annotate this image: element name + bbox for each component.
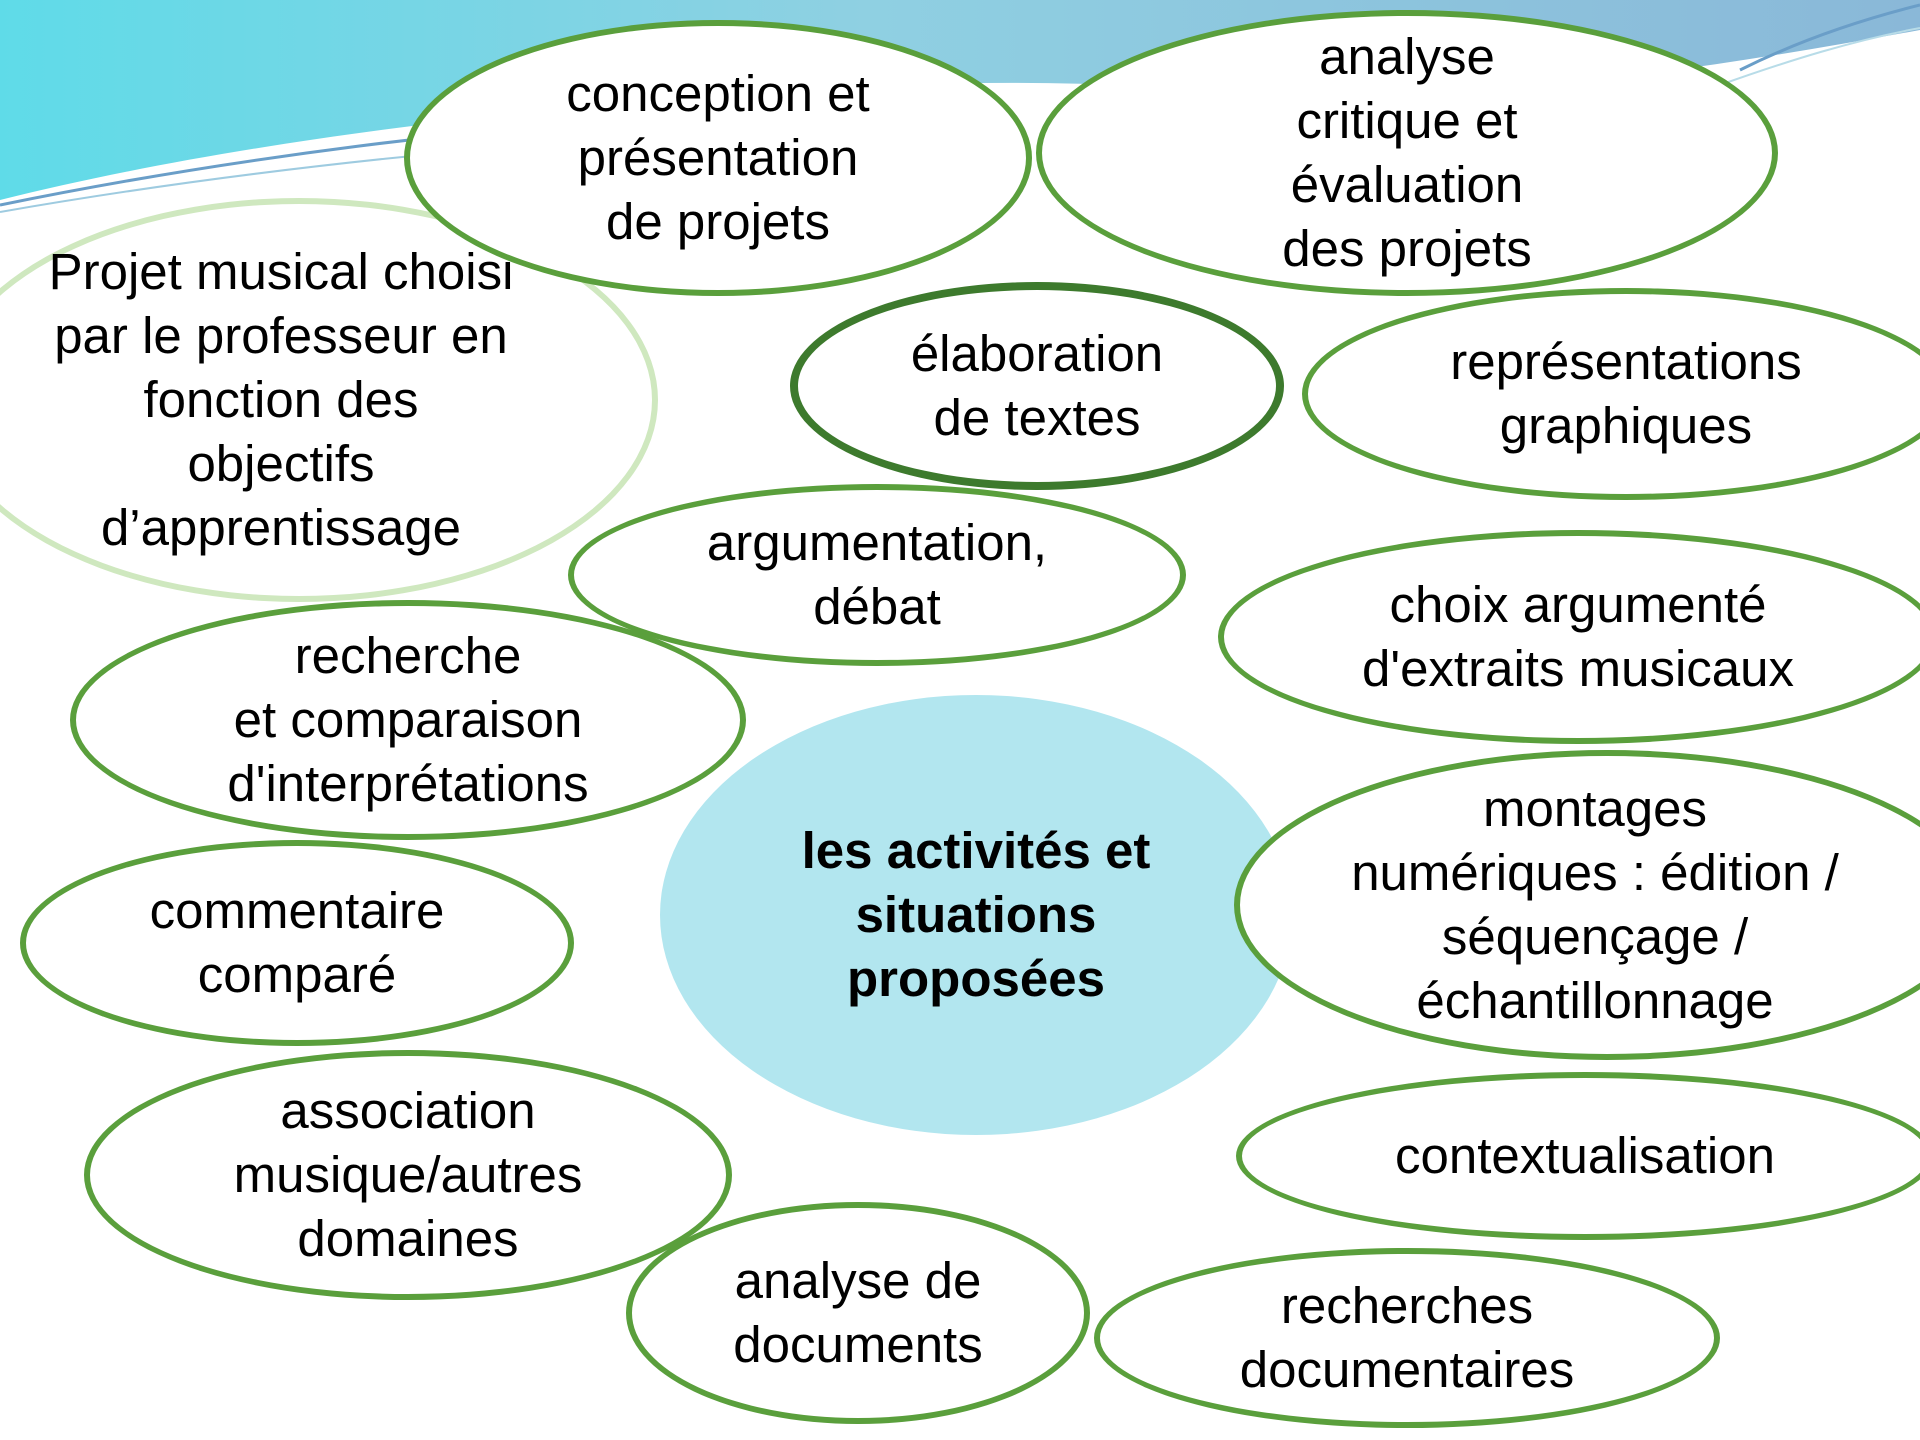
bubble-projet-musical-text: Projet musical choisi par le professeur …	[48, 243, 514, 556]
bubble-commentaire-text: commentaire comparé	[149, 882, 445, 1003]
bubble-contextualisation: contextualisation	[1236, 1072, 1920, 1240]
bubble-commentaire: commentaire comparé	[20, 840, 574, 1046]
bubble-elaboration-text: élaboration de textes	[910, 325, 1164, 446]
bubble-analyse-documents: analyse de documents	[626, 1202, 1090, 1424]
bubble-representations-text: représentations graphiques	[1450, 333, 1802, 454]
bubble-analyse-critique-text: analyse critique et évaluation des proje…	[1282, 28, 1532, 277]
bubble-argumentation: argumentation, débat	[568, 484, 1186, 666]
bubble-analyse-critique: analyse critique et évaluation des proje…	[1036, 10, 1778, 296]
bubble-projet-musical: Projet musical choisi par le professeur …	[0, 198, 658, 602]
bubble-montages-text: montages numériques : édition / séquença…	[1351, 780, 1839, 1029]
bubble-choix: choix argumenté d'extraits musicaux	[1218, 530, 1920, 744]
central-topic: les activités et situations proposées	[660, 695, 1292, 1135]
bubble-argumentation-text: argumentation, débat	[706, 514, 1048, 635]
bubble-recherche-comparaison-text: recherche et comparaison d'interprétatio…	[227, 627, 589, 812]
bubble-conception: conception et présentation de projets	[404, 20, 1032, 296]
bubble-recherche-comparaison: recherche et comparaison d'interprétatio…	[70, 600, 746, 840]
bubble-association-text: association musique/autres domaines	[233, 1082, 583, 1267]
central-topic-text: les activités et situations proposées	[801, 822, 1151, 1007]
bubble-conception-text: conception et présentation de projets	[566, 65, 870, 250]
bubble-elaboration: élaboration de textes	[790, 282, 1284, 490]
bubble-representations: représentations graphiques	[1302, 288, 1920, 500]
bubble-montages: montages numériques : édition / séquença…	[1234, 750, 1920, 1060]
bubble-choix-text: choix argumenté d'extraits musicaux	[1361, 576, 1795, 697]
bubble-recherches-documentaires-text: recherches documentaires	[1239, 1277, 1575, 1398]
bubble-association: association musique/autres domaines	[84, 1050, 732, 1300]
bubble-analyse-documents-text: analyse de documents	[733, 1252, 983, 1373]
bubble-contextualisation-text: contextualisation	[1395, 1127, 1775, 1184]
bubble-recherches-documentaires: recherches documentaires	[1094, 1248, 1720, 1428]
